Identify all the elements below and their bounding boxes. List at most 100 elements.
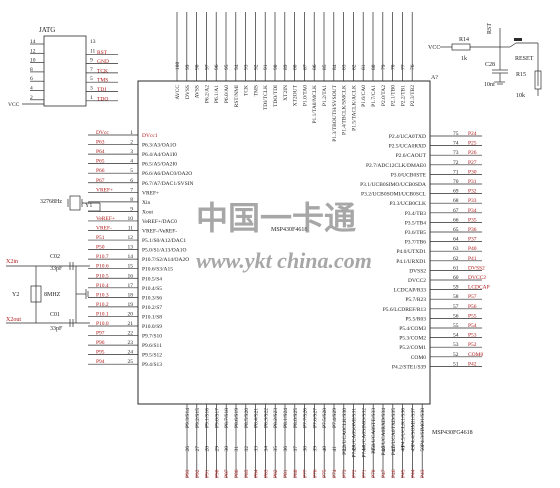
net-label-right: P34 — [468, 208, 477, 214]
pin-number-bottom: 39 — [312, 446, 318, 452]
jtag-pin-number-right: 9 — [90, 58, 93, 64]
c28-ref: C28 — [485, 62, 495, 68]
chip-bottom-label: MSP430FG4618 — [432, 430, 473, 436]
pin-signal-bottom: P9.2/S15 — [195, 408, 201, 428]
pin-number-top: 78 — [391, 64, 397, 70]
pin-number-right: 56 — [453, 313, 459, 319]
pin-number-right: 63 — [453, 246, 459, 252]
pin-number-bottom: 44 — [361, 446, 367, 452]
pin-signal-right: P3.0/UCB0STE — [391, 172, 427, 178]
pin-signal-right: DVCC2 — [408, 278, 426, 284]
net-label-right: P55 — [468, 313, 477, 319]
pin-number-right: 52 — [453, 352, 459, 358]
c01-value: 33pF — [50, 326, 63, 332]
pin-number-top: 91 — [263, 64, 269, 70]
net-label-bottom: P86 — [234, 469, 240, 478]
net-label-left: P64 — [96, 149, 105, 155]
jtag-body — [43, 35, 87, 107]
net-label-left: P96 — [96, 340, 105, 346]
pin-number-right: 62 — [453, 256, 459, 262]
net-label-left: P95 — [96, 350, 105, 356]
pin-signal-left: P10.1/S8 — [142, 314, 162, 320]
pin-number-left: 1 — [130, 130, 133, 136]
pin-number-top: 93 — [244, 64, 250, 70]
r14-value: 1k — [461, 56, 467, 62]
pin-number-bottom: 26 — [185, 446, 191, 452]
net-label-left: P10.0 — [96, 321, 109, 327]
net-label-right: P41 — [468, 256, 477, 262]
net-label-left: VREF- — [96, 226, 112, 232]
c02-value: 33pF — [50, 266, 63, 272]
jtag-pin-number-right: 11 — [90, 48, 96, 54]
pin-number-left: 13 — [128, 245, 134, 251]
pin-number-right: 53 — [453, 342, 459, 348]
pin-number-bottom: 41 — [332, 446, 338, 452]
pin-number-left: 11 — [128, 226, 134, 232]
jtag-pin-number-right: 3 — [90, 86, 93, 92]
pin-signal-top: P2.3/TB2 — [410, 85, 416, 106]
pin-number-left: 9 — [130, 206, 133, 212]
crystal-y1: 32768Hz Y1 — [40, 195, 101, 212]
pin-signal-right: P3.4/TB3 — [405, 211, 426, 217]
pin-signal-top: P2.0/TA2 — [381, 85, 387, 106]
chip-label: MSP430F4618 — [271, 227, 307, 233]
pin-number-bottom: 47 — [391, 446, 397, 452]
pin-number-top: 99 — [185, 64, 191, 70]
pin-number-bottom: 48 — [401, 446, 407, 452]
pin-signal-left: P6.4/A4/OA1I0 — [142, 152, 177, 158]
rst-label: RST — [487, 23, 493, 34]
jtag-signal: GND — [97, 59, 109, 65]
pin-signal-bottom: P4.5/UCLK1/S36 — [401, 408, 407, 448]
net-label-right: P24 — [468, 131, 477, 137]
pin-number-right: 57 — [453, 304, 459, 310]
net-label-right: COM0 — [468, 352, 484, 358]
pin-signal-left: P6.7/A7/DAC1/SVSIN — [142, 181, 194, 187]
pin-number-bottom: 38 — [303, 446, 309, 452]
net-label-bottom: P84 — [254, 469, 260, 478]
jtag-name: JATG — [39, 26, 55, 34]
net-label-left: P50 — [96, 245, 105, 251]
c28-value: 10nf — [484, 81, 495, 88]
pin-signal-left: P9.4/S13 — [142, 362, 162, 368]
pin-number-left: 8 — [130, 197, 133, 203]
pin-number-left: 20 — [128, 311, 134, 317]
net-label-bottom: P90 — [214, 469, 220, 478]
pin-number-top: 77 — [400, 64, 406, 70]
pin-signal-top: TMS — [253, 85, 259, 96]
jtag-signal: TDO — [97, 96, 108, 102]
pin-signal-bottom: P4.7/UCA0RXD/S34 — [381, 408, 387, 456]
pin-signal-bottom: P8.0/S25 — [293, 408, 299, 428]
chip-ref: A? — [431, 75, 438, 81]
pin-number-top: 92 — [253, 64, 259, 70]
net-label-left: P94 — [96, 359, 105, 365]
pin-signal-bottom: P7.1/UCA0SIMO/S32 — [361, 408, 367, 458]
net-label-left: P10.3 — [96, 292, 109, 298]
net-label-bottom: P72 — [352, 469, 358, 478]
pin-number-left: 24 — [128, 350, 134, 356]
pin-number-right: 66 — [453, 217, 459, 223]
pin-number-bottom: 27 — [195, 446, 201, 452]
net-label-bottom: P46 — [391, 469, 397, 478]
pin-number-right: 59 — [453, 285, 459, 291]
pin-signal-top: AVSS — [195, 85, 201, 98]
net-label-right: P27 — [468, 160, 477, 166]
pin-signal-bottom: P7.3/UCA0CLK/S30 — [342, 408, 348, 455]
net-label-left: P97 — [96, 331, 105, 337]
jtag-pin-number-left: 10 — [30, 58, 36, 64]
pin-signal-top: P1.6/CA0 — [361, 85, 367, 107]
pin-signal-top: P2.1/TB0 — [391, 85, 397, 106]
net-label-bottom: P87 — [224, 469, 230, 478]
pin-number-top: 86 — [312, 64, 318, 70]
y2-ref: Y2 — [12, 292, 19, 298]
pin-signal-top: RST/NMI — [234, 85, 240, 107]
pin-number-bottom: 28 — [205, 446, 211, 452]
jtag-vcc: VCC — [8, 102, 20, 108]
net-label-bottom: P45 — [401, 469, 407, 478]
pin-number-right: 54 — [453, 333, 459, 339]
net-label-left: VeREF+ — [96, 216, 115, 222]
pin-signal-bottom: P7.5/S28 — [322, 408, 328, 428]
pin-number-left: 4 — [130, 159, 133, 165]
pin-number-top: 85 — [322, 64, 328, 70]
pin-signal-bottom: P7.6/S27 — [312, 408, 318, 428]
